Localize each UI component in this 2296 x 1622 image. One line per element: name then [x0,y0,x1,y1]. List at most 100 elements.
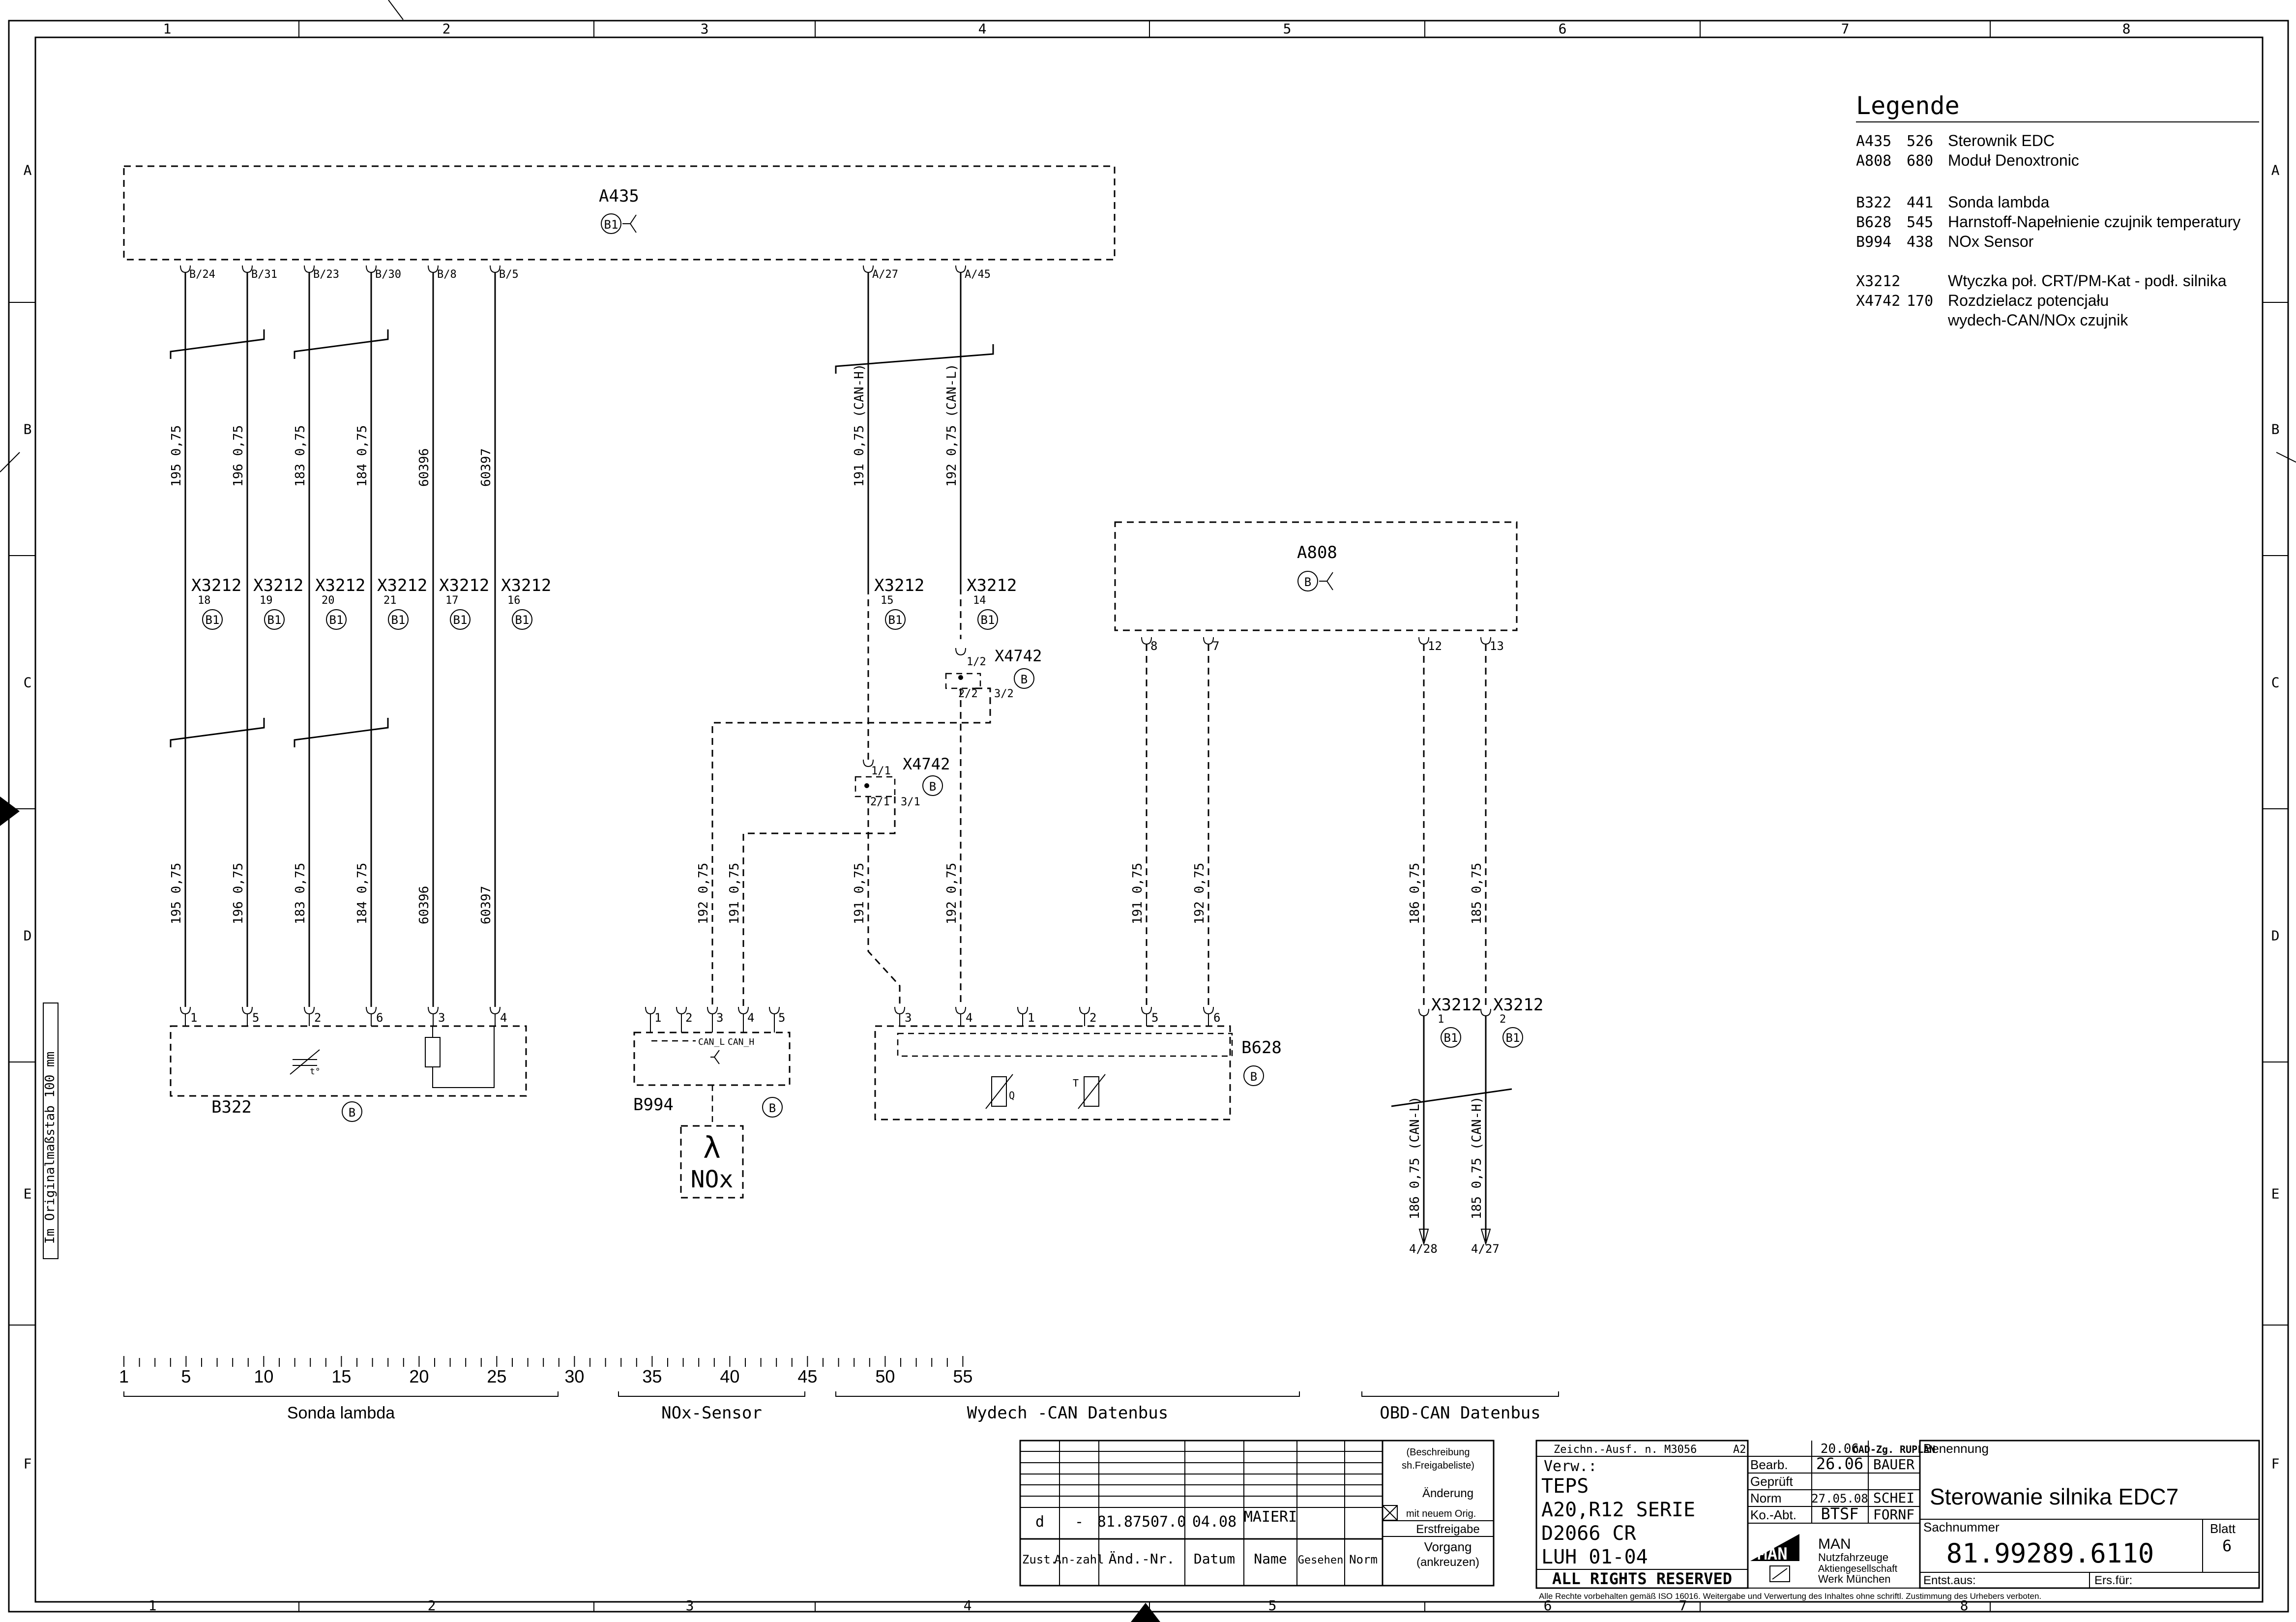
svg-text:MAN: MAN [1757,1544,1787,1564]
row-letter-right-B: B [2271,421,2280,438]
column-number-4: 4 [978,21,987,37]
x3212-badge-circle [388,609,409,630]
scale-note-text: Im Originalmaßstab 100 mm [43,1052,58,1244]
svg-text:mit neuem Orig.: mit neuem Orig. [1406,1508,1476,1519]
a808-pin-label: 7 [1212,639,1219,653]
x4742-top[interactable]: X4742 B 1/2 2/2 3/2 [945,647,1042,700]
scale-number: 45 [797,1366,817,1386]
rev-zust: d [1035,1513,1044,1531]
x3212-badge: B1 [206,613,220,627]
role-name: Ko.-Abt. [1750,1507,1796,1522]
wire-label: 183 0,75 [293,425,308,487]
verw-line-2: A20,R12 SERIE [1541,1499,1695,1521]
pin-socket [1141,1006,1152,1015]
pin-socket [738,1006,749,1015]
wire-label: 183 0,75 [293,863,308,924]
component-a808[interactable]: A808 B [1114,521,1518,631]
x4742-bottom[interactable]: X4742 B 1/1 2/1 3/1 [854,755,950,808]
b628-pin: 6 [1213,1011,1220,1025]
scale-bracket [123,1391,559,1397]
man-logo: MAN MAN Nutzfahrzeuge Aktiengesellschaft… [1748,1523,1898,1585]
b628-pin: 1 [1028,1011,1034,1025]
column-number-5: 5 [1283,21,1292,37]
column-number-bottom-6: 6 [1544,1597,1552,1614]
svg-text:(ankreuzen): (ankreuzen) [1416,1556,1479,1569]
scale-number: 55 [953,1366,972,1386]
svg-text:Werk München: Werk München [1818,1573,1891,1585]
x3212-badge: B1 [1444,1031,1458,1045]
legend-code: X3212 [1856,273,1900,290]
b994-pin: 3 [716,1011,723,1025]
x3212-pin: 18 [198,594,211,607]
wire-label: 186 0,75 [1408,863,1422,924]
x3212-label: X3212 [501,576,551,595]
pin-socket [1141,637,1152,645]
component-b628[interactable]: B628 B Q T [874,1025,1282,1121]
legend-text: Rozdzielacz potencjału [1948,292,2109,309]
role-name: Bearb. [1750,1457,1788,1472]
wire-label: 191 0,75 (CAN-H) [852,364,867,487]
role-date: 26.06 [1816,1454,1863,1473]
b994-label: B994 [633,1095,674,1115]
svg-text:Nutzfahrzeuge: Nutzfahrzeuge [1818,1551,1888,1563]
nox-sensor[interactable]: λ NOx [680,1125,744,1199]
part-number: 81.99289.6110 [1946,1538,2154,1569]
scale-bracket [835,1391,1300,1397]
wire-label: 60397 [479,886,494,924]
b994-pin: 5 [778,1011,785,1025]
pin-socket [863,759,874,767]
column-number-6: 6 [1559,21,1567,37]
b322-pin: 6 [376,1011,383,1025]
a808-label: A808 [1297,543,1337,562]
x3212-badge-circle [264,609,285,630]
a435-pin-label: B/5 [499,268,519,281]
lambda-heater-icon: t° [290,1049,321,1077]
a435-pin-label: B/24 [189,268,215,281]
legend-number: 545 [1907,214,1933,231]
x3212-badge: B1 [267,613,282,627]
x4742-top-badge: B [1021,673,1028,686]
x4742-top-p3: 3/2 [994,688,1014,700]
x3212-label: X3212 [1493,995,1543,1015]
legend-number: 680 [1907,152,1933,170]
svg-text:Erstfreigabe: Erstfreigabe [1416,1523,1479,1536]
svg-text:Sachnummer: Sachnummer [1923,1520,2000,1534]
svg-text:Q: Q [1009,1090,1015,1101]
b322-pin: 5 [252,1011,259,1025]
pin-socket [428,265,439,273]
x3212-pin: 2 [1500,1013,1506,1026]
a435-pin-label: A/45 [965,268,991,281]
scale-group-label: Sonda lambda [287,1404,395,1422]
b322-label: B322 [211,1097,252,1117]
pin-socket [1418,1008,1429,1017]
scale-number: 50 [875,1366,895,1386]
component-a435[interactable]: A435 B1 [123,165,1116,261]
a435-badge: B1 [604,218,618,232]
continuation-ref: 4/28 [1409,1242,1438,1256]
component-b994[interactable]: B994 B CAN_L CAN_H [633,1032,791,1126]
scale-bracket [1361,1391,1559,1397]
svg-text:Benennung: Benennung [1923,1441,1989,1456]
wire-label: 184 0,75 [355,863,370,924]
row-letter-D: D [24,928,32,944]
pin-socket [863,265,874,273]
x3212-pin: 15 [881,594,894,607]
wire-label: 186 0,75 (CAN-L) [1408,1096,1422,1219]
component-b322[interactable]: B322 B t° [170,1025,527,1122]
svg-text:t°: t° [310,1066,321,1077]
x3212-label: X3212 [377,576,427,595]
column-number-3: 3 [701,21,709,37]
hdr-zust: Zust. [1022,1553,1058,1566]
b994-can-h: CAN_H [728,1037,754,1047]
pin-socket [1017,1006,1028,1015]
level-sensor-icon: Q [985,1074,1015,1109]
legend-number: 526 [1907,133,1933,150]
b322-pin: 4 [500,1011,507,1025]
x3212-badge-circle [1502,1027,1523,1048]
x3212-label: X3212 [191,576,241,595]
svg-text:20.06: 20.06 [1821,1442,1859,1456]
x3212-pin: 16 [507,594,521,607]
legend-number: 438 [1907,234,1933,251]
wire-label: 196 0,75 [231,425,246,487]
